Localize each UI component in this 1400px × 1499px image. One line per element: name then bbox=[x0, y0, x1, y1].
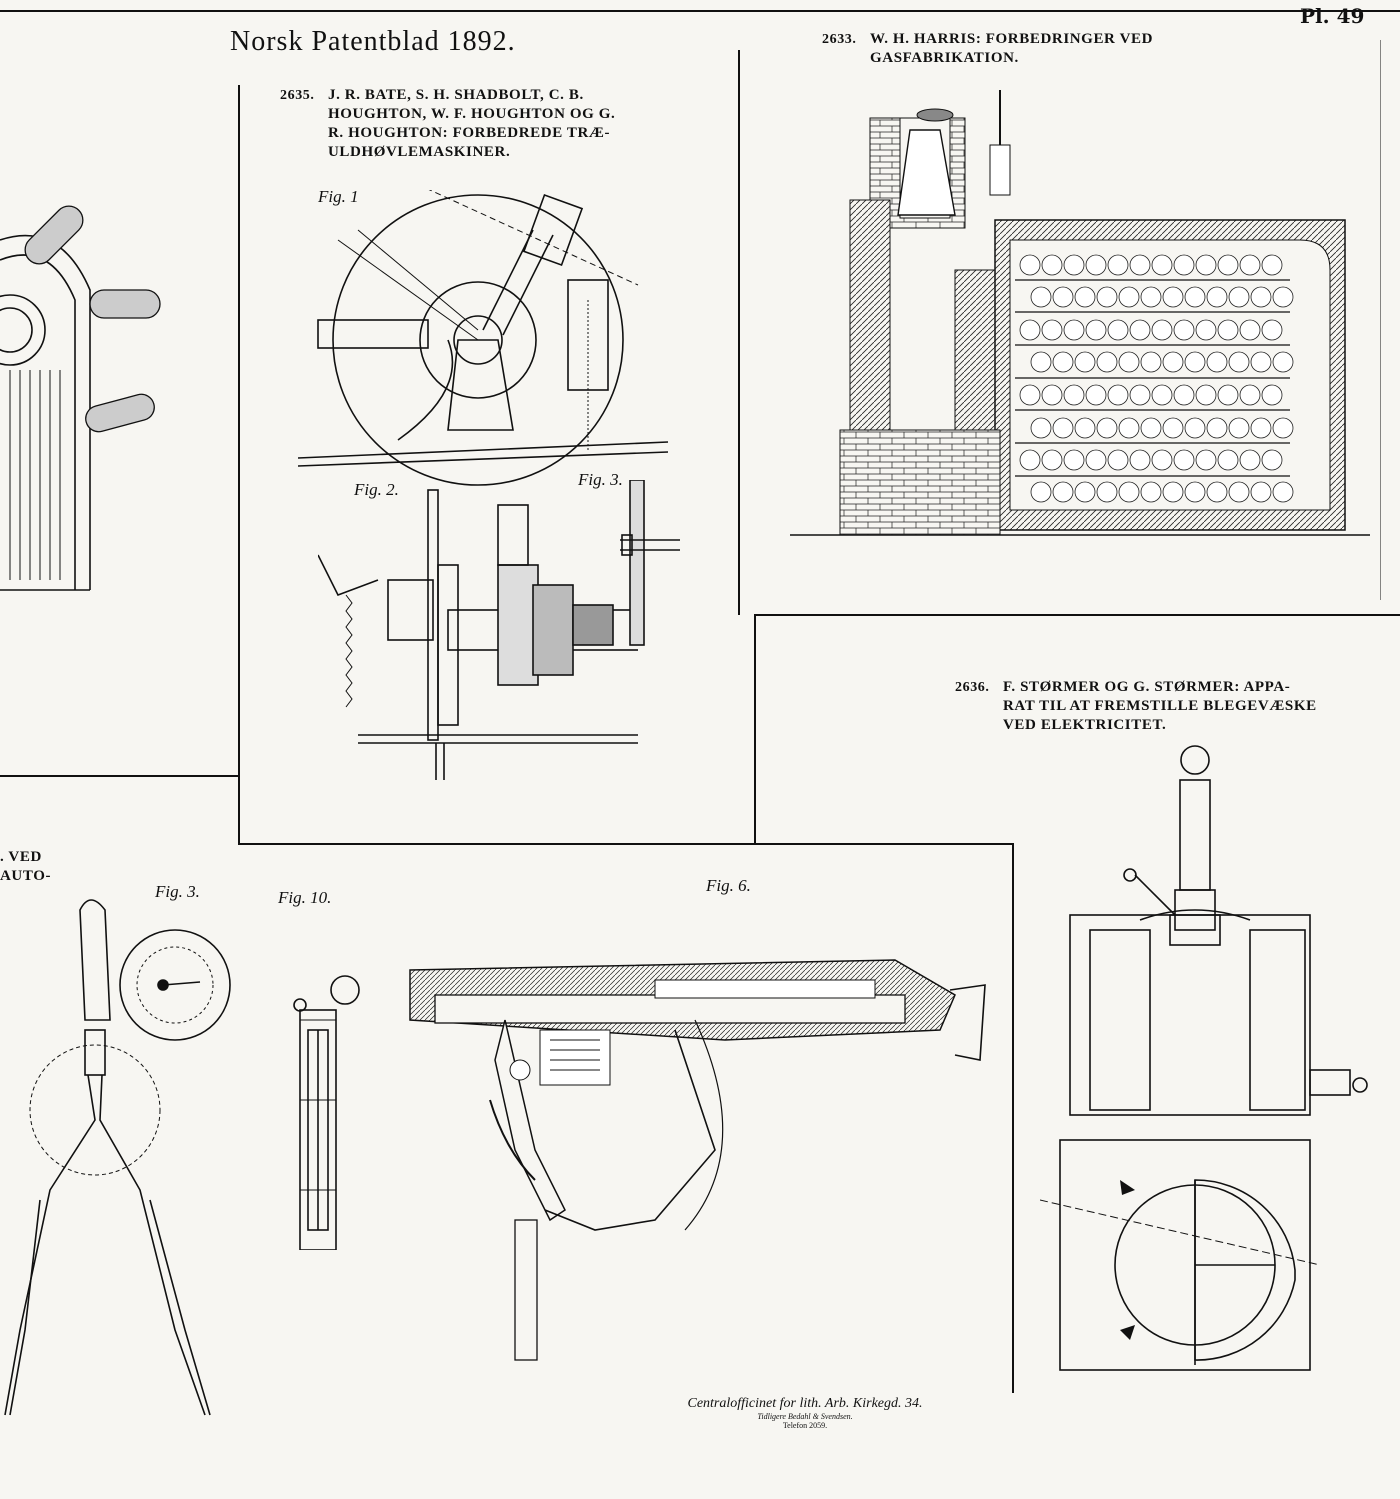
fig3-left-label: Fig. 3. bbox=[155, 882, 200, 901]
left-partial-line2: AUTO- bbox=[0, 868, 52, 884]
fig2-label: Fig. 2. bbox=[354, 480, 399, 499]
row-rule-center bbox=[238, 843, 1014, 845]
patent-2635-number: 2635. bbox=[280, 88, 315, 103]
patent-2635-line1: J. R. BATE, S. H. SHADBOLT, C. B. bbox=[328, 87, 584, 103]
patent-2633-line2: GASFABRIKATION. bbox=[870, 50, 1019, 66]
patent-2636-line2: RAT TIL AT FREMSTILLE BLEGEVÆSKE bbox=[1003, 698, 1317, 714]
fig10-section-drawing bbox=[293, 975, 360, 1250]
fig3-section-drawing bbox=[620, 480, 680, 646]
plate-number: Pl. 49 bbox=[1300, 4, 1365, 28]
fig2-machine-side-view-drawing bbox=[318, 489, 638, 780]
bleaching-apparatus-drawing bbox=[1040, 745, 1368, 1371]
column-rule-middle bbox=[738, 50, 740, 615]
row-rule-left bbox=[0, 775, 240, 777]
patent-2636-number: 2636. bbox=[955, 680, 990, 695]
patent-2636-heading: 2636. F. STØRMER OG G. STØRMER: APPA- RAT… bbox=[955, 678, 1385, 735]
patent-2635-heading: 2635. J. R. BATE, S. H. SHADBOLT, C. B. H… bbox=[280, 86, 700, 162]
patent-2633-heading: 2633. W. H. HARRIS: FORBEDRINGER VED GASF… bbox=[822, 30, 1262, 68]
left-wheel-machine-drawing bbox=[0, 205, 161, 591]
column-rule-middle-lower bbox=[754, 615, 756, 845]
top-border-rule bbox=[0, 10, 1400, 12]
patent-2633-line1: W. H. HARRIS: FORBEDRINGER VED bbox=[870, 31, 1154, 47]
imprint-line3: Telefon 2059. bbox=[782, 1421, 828, 1430]
imprint-line2: Tidligere Bedahl & Svendsen. bbox=[757, 1412, 853, 1421]
fig1-label: Fig. 1 bbox=[318, 187, 359, 206]
patent-2635-line2: HOUGHTON, W. F. HOUGHTON OG G. bbox=[328, 106, 616, 122]
side-edge-rule bbox=[1380, 40, 1381, 600]
printer-imprint: Centralofficinet for lith. Arb. Kirkegd.… bbox=[660, 1396, 950, 1430]
fig3-right-label: Fig. 3. bbox=[578, 470, 623, 489]
fig1-planing-machine-drawing bbox=[298, 190, 669, 486]
column-rule-right bbox=[1012, 843, 1014, 1393]
imprint-line1: Centralofficinet for lith. Arb. Kirkegd.… bbox=[687, 1396, 923, 1411]
patent-2633-number: 2633. bbox=[822, 32, 857, 47]
patent-2635-line4: ULDHØVLEMASKINER. bbox=[328, 144, 511, 160]
gas-furnace-drawing bbox=[790, 90, 1370, 536]
row-rule-right bbox=[754, 614, 1400, 616]
patent-2635-line3: R. HOUGHTON: FORBEDREDE TRÆ- bbox=[328, 125, 611, 141]
fig6-label: Fig. 6. bbox=[706, 876, 751, 895]
masthead-title: Norsk Patentblad 1892. bbox=[230, 26, 516, 57]
fig10-label: Fig. 10. bbox=[278, 888, 332, 907]
left-partial-line1: . VED bbox=[0, 849, 42, 865]
fig3-stand-apparatus-drawing bbox=[4, 899, 231, 1416]
left-partial-heading: . VED AUTO- bbox=[0, 848, 60, 886]
patent-2636-line3: VED ELEKTRICITET. bbox=[1003, 717, 1167, 733]
fig6-gun-mechanism-drawing bbox=[409, 959, 986, 1361]
column-rule-left bbox=[238, 85, 240, 845]
patent-2636-line1: F. STØRMER OG G. STØRMER: APPA- bbox=[1003, 679, 1291, 695]
